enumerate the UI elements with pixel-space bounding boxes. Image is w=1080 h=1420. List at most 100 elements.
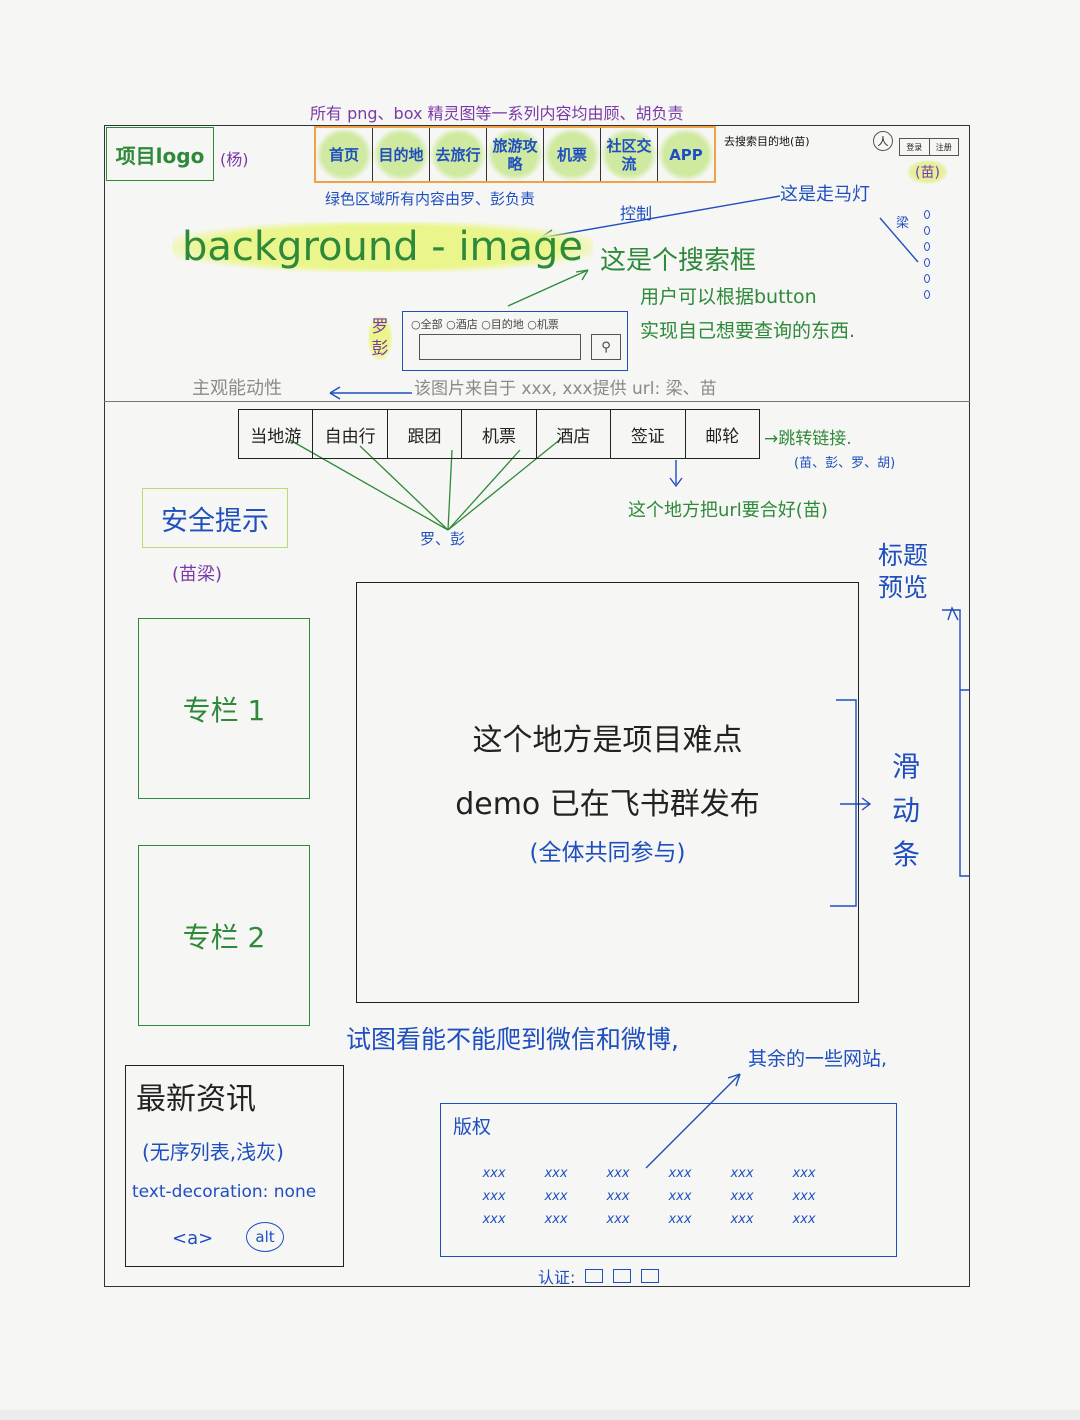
liang-arrow — [879, 217, 919, 263]
copyright-link[interactable]: xxx — [668, 1189, 692, 1204]
nav-item-travel[interactable]: 去旅行 — [430, 128, 487, 181]
main-nav: 首页 目的地 去旅行 旅游攻略 机票 社区交流 APP — [314, 126, 716, 183]
search-desc-line: 实现自己想要查询的东西. — [640, 320, 856, 342]
certification-label: 认证: — [538, 1268, 576, 1287]
image-source-note: 该图片来自于 xxx, xxx提供 url: 梁、苗 — [414, 379, 717, 399]
search-radio-options[interactable]: ○全部 ○酒店 ○目的地 ○机票 — [411, 318, 559, 331]
center-line-1: 这个地方是项目难点 — [472, 723, 743, 758]
news-subtitle: (无序列表,浅灰) — [142, 1140, 284, 1164]
news-css-note: text-decoration: none — [132, 1182, 317, 1202]
safety-tips[interactable]: 安全提示 — [142, 488, 288, 548]
other-sites-note: 其余的一些网站, — [748, 1048, 888, 1070]
login-register: 登录 注册 — [899, 138, 959, 156]
copyright-link[interactable]: xxx — [730, 1166, 754, 1181]
owner-lines — [289, 437, 563, 531]
copyright-link[interactable]: xxx — [792, 1189, 816, 1204]
category-flights[interactable]: 机票 — [462, 410, 537, 458]
copyright-link[interactable]: xxx — [482, 1212, 506, 1227]
liang-label: 梁 — [896, 216, 910, 231]
login-owner-note: (苗) — [907, 160, 948, 184]
project-logo[interactable]: 项目logo — [106, 127, 214, 181]
nav-item-home[interactable]: 首页 — [316, 128, 373, 181]
center-feature-panel: 这个地方是项目难点 demo 已在飞书群发布 (全体共同参与) — [356, 582, 859, 1003]
center-line-2: demo 已在飞书群发布 — [455, 787, 760, 822]
copyright-link[interactable]: xxx — [544, 1189, 568, 1204]
category-local[interactable]: 当地游 — [239, 410, 314, 458]
nav-item-app[interactable]: APP — [658, 128, 714, 181]
category-cruise[interactable]: 邮轮 — [705, 426, 740, 447]
search-desc-line: 用户可以根据button — [640, 286, 817, 308]
nav-item-destination[interactable]: 目的地 — [373, 128, 430, 181]
nav-item-guide[interactable]: 旅游攻略 — [487, 128, 544, 181]
control-label: 控制 — [620, 204, 653, 223]
slider-bracket — [830, 699, 857, 907]
slider-label: 滑动条 — [891, 750, 920, 871]
news-tag-note: <a> — [172, 1228, 214, 1249]
copyright-link[interactable]: xxx — [730, 1189, 754, 1204]
category-independent[interactable]: 自由行 — [313, 410, 388, 458]
search-title: 这是个搜索框 — [600, 246, 757, 276]
nav-item-flights[interactable]: 机票 — [544, 128, 601, 181]
background-image-label: background - image — [172, 222, 594, 272]
carousel-dot[interactable] — [924, 258, 930, 267]
jump-owners-note: (苗、彭、罗、胡) — [794, 456, 896, 471]
certification-badge[interactable] — [585, 1269, 604, 1283]
hero-divider — [104, 401, 970, 402]
column-1[interactable]: 专栏 1 — [138, 618, 310, 799]
copyright-link[interactable]: xxx — [606, 1166, 630, 1181]
copyright-link[interactable]: xxx — [668, 1166, 692, 1181]
carousel-dot[interactable] — [924, 210, 930, 219]
title-preview-label: 标题预览 — [878, 541, 929, 602]
copyright-link[interactable]: xxx — [544, 1212, 568, 1227]
user-avatar-icon[interactable]: 人 — [873, 131, 893, 151]
copyright-link[interactable]: xxx — [606, 1189, 630, 1204]
certification-badge[interactable] — [613, 1269, 632, 1283]
news-title: 最新资讯 — [136, 1082, 256, 1117]
copyright-link[interactable]: xxx — [482, 1166, 506, 1181]
logo-owner-note: (杨) — [220, 150, 249, 169]
carousel-dot[interactable] — [924, 226, 930, 235]
category-visa[interactable]: 签证 — [611, 410, 686, 458]
copyright-link[interactable]: xxx — [792, 1166, 816, 1181]
search-input[interactable] — [419, 334, 581, 360]
certification-badge[interactable] — [641, 1269, 660, 1283]
copyright-link[interactable]: xxx — [544, 1166, 568, 1181]
category-group[interactable]: 跟团 — [388, 410, 463, 458]
copyright-links: xxx xxx xxx xxx xxx xxx xxx xxx xxx xxx … — [463, 1166, 835, 1227]
copyright-link[interactable]: xxx — [668, 1212, 692, 1227]
login-button[interactable]: 登录 — [900, 139, 930, 155]
copyright-link[interactable]: xxx — [606, 1212, 630, 1227]
column-2[interactable]: 专栏 2 — [138, 845, 310, 1026]
subjective-label: 主观能动性 — [192, 378, 282, 399]
page-frame — [104, 125, 970, 1287]
marquee-label: 这是走马灯 — [780, 184, 870, 205]
url-note: 这个地方把url要合好(苗) — [628, 500, 828, 521]
search-description: 用户可以根据button 实现自己想要查询的东西. — [640, 280, 855, 348]
register-button[interactable]: 注册 — [935, 142, 952, 152]
safety-owner-note: (苗梁) — [172, 564, 223, 585]
copyright-title: 版权 — [453, 1116, 492, 1138]
category-hotel[interactable]: 酒店 — [537, 410, 612, 458]
carousel-dot[interactable] — [924, 290, 930, 299]
search-box: ○全部 ○酒店 ○目的地 ○机票 ⚲ — [402, 311, 628, 371]
nav-item-community[interactable]: 社区交流 — [601, 128, 658, 181]
category-owners: 罗、彭 — [420, 530, 466, 548]
jump-link-note: →跳转链接. — [764, 429, 852, 449]
carousel-dot[interactable] — [924, 242, 930, 251]
category-bar: 当地游 自由行 跟团 机票 酒店 签证 邮轮 — [238, 409, 760, 459]
wechat-weibo-note: 试图看能不能爬到微信和微博, — [346, 1025, 679, 1054]
search-arrow — [507, 269, 589, 307]
search-owner: 罗彭 — [368, 316, 392, 360]
copyright-link[interactable]: xxx — [792, 1212, 816, 1227]
carousel-dot[interactable] — [924, 274, 930, 283]
copyright-link[interactable]: xxx — [730, 1212, 754, 1227]
others-arrow — [645, 1073, 741, 1169]
header-search-note[interactable]: 去搜索目的地(苗) — [724, 135, 810, 148]
bottom-strip — [0, 1410, 1080, 1420]
certification-row: 认证: — [538, 1264, 660, 1288]
top-note: 所有 png、box 精灵图等一系列内容均由顾、胡负责 — [310, 104, 684, 123]
copyright-link[interactable]: xxx — [482, 1189, 506, 1204]
center-line-3: (全体共同参与) — [529, 840, 686, 866]
search-icon[interactable]: ⚲ — [591, 334, 621, 360]
